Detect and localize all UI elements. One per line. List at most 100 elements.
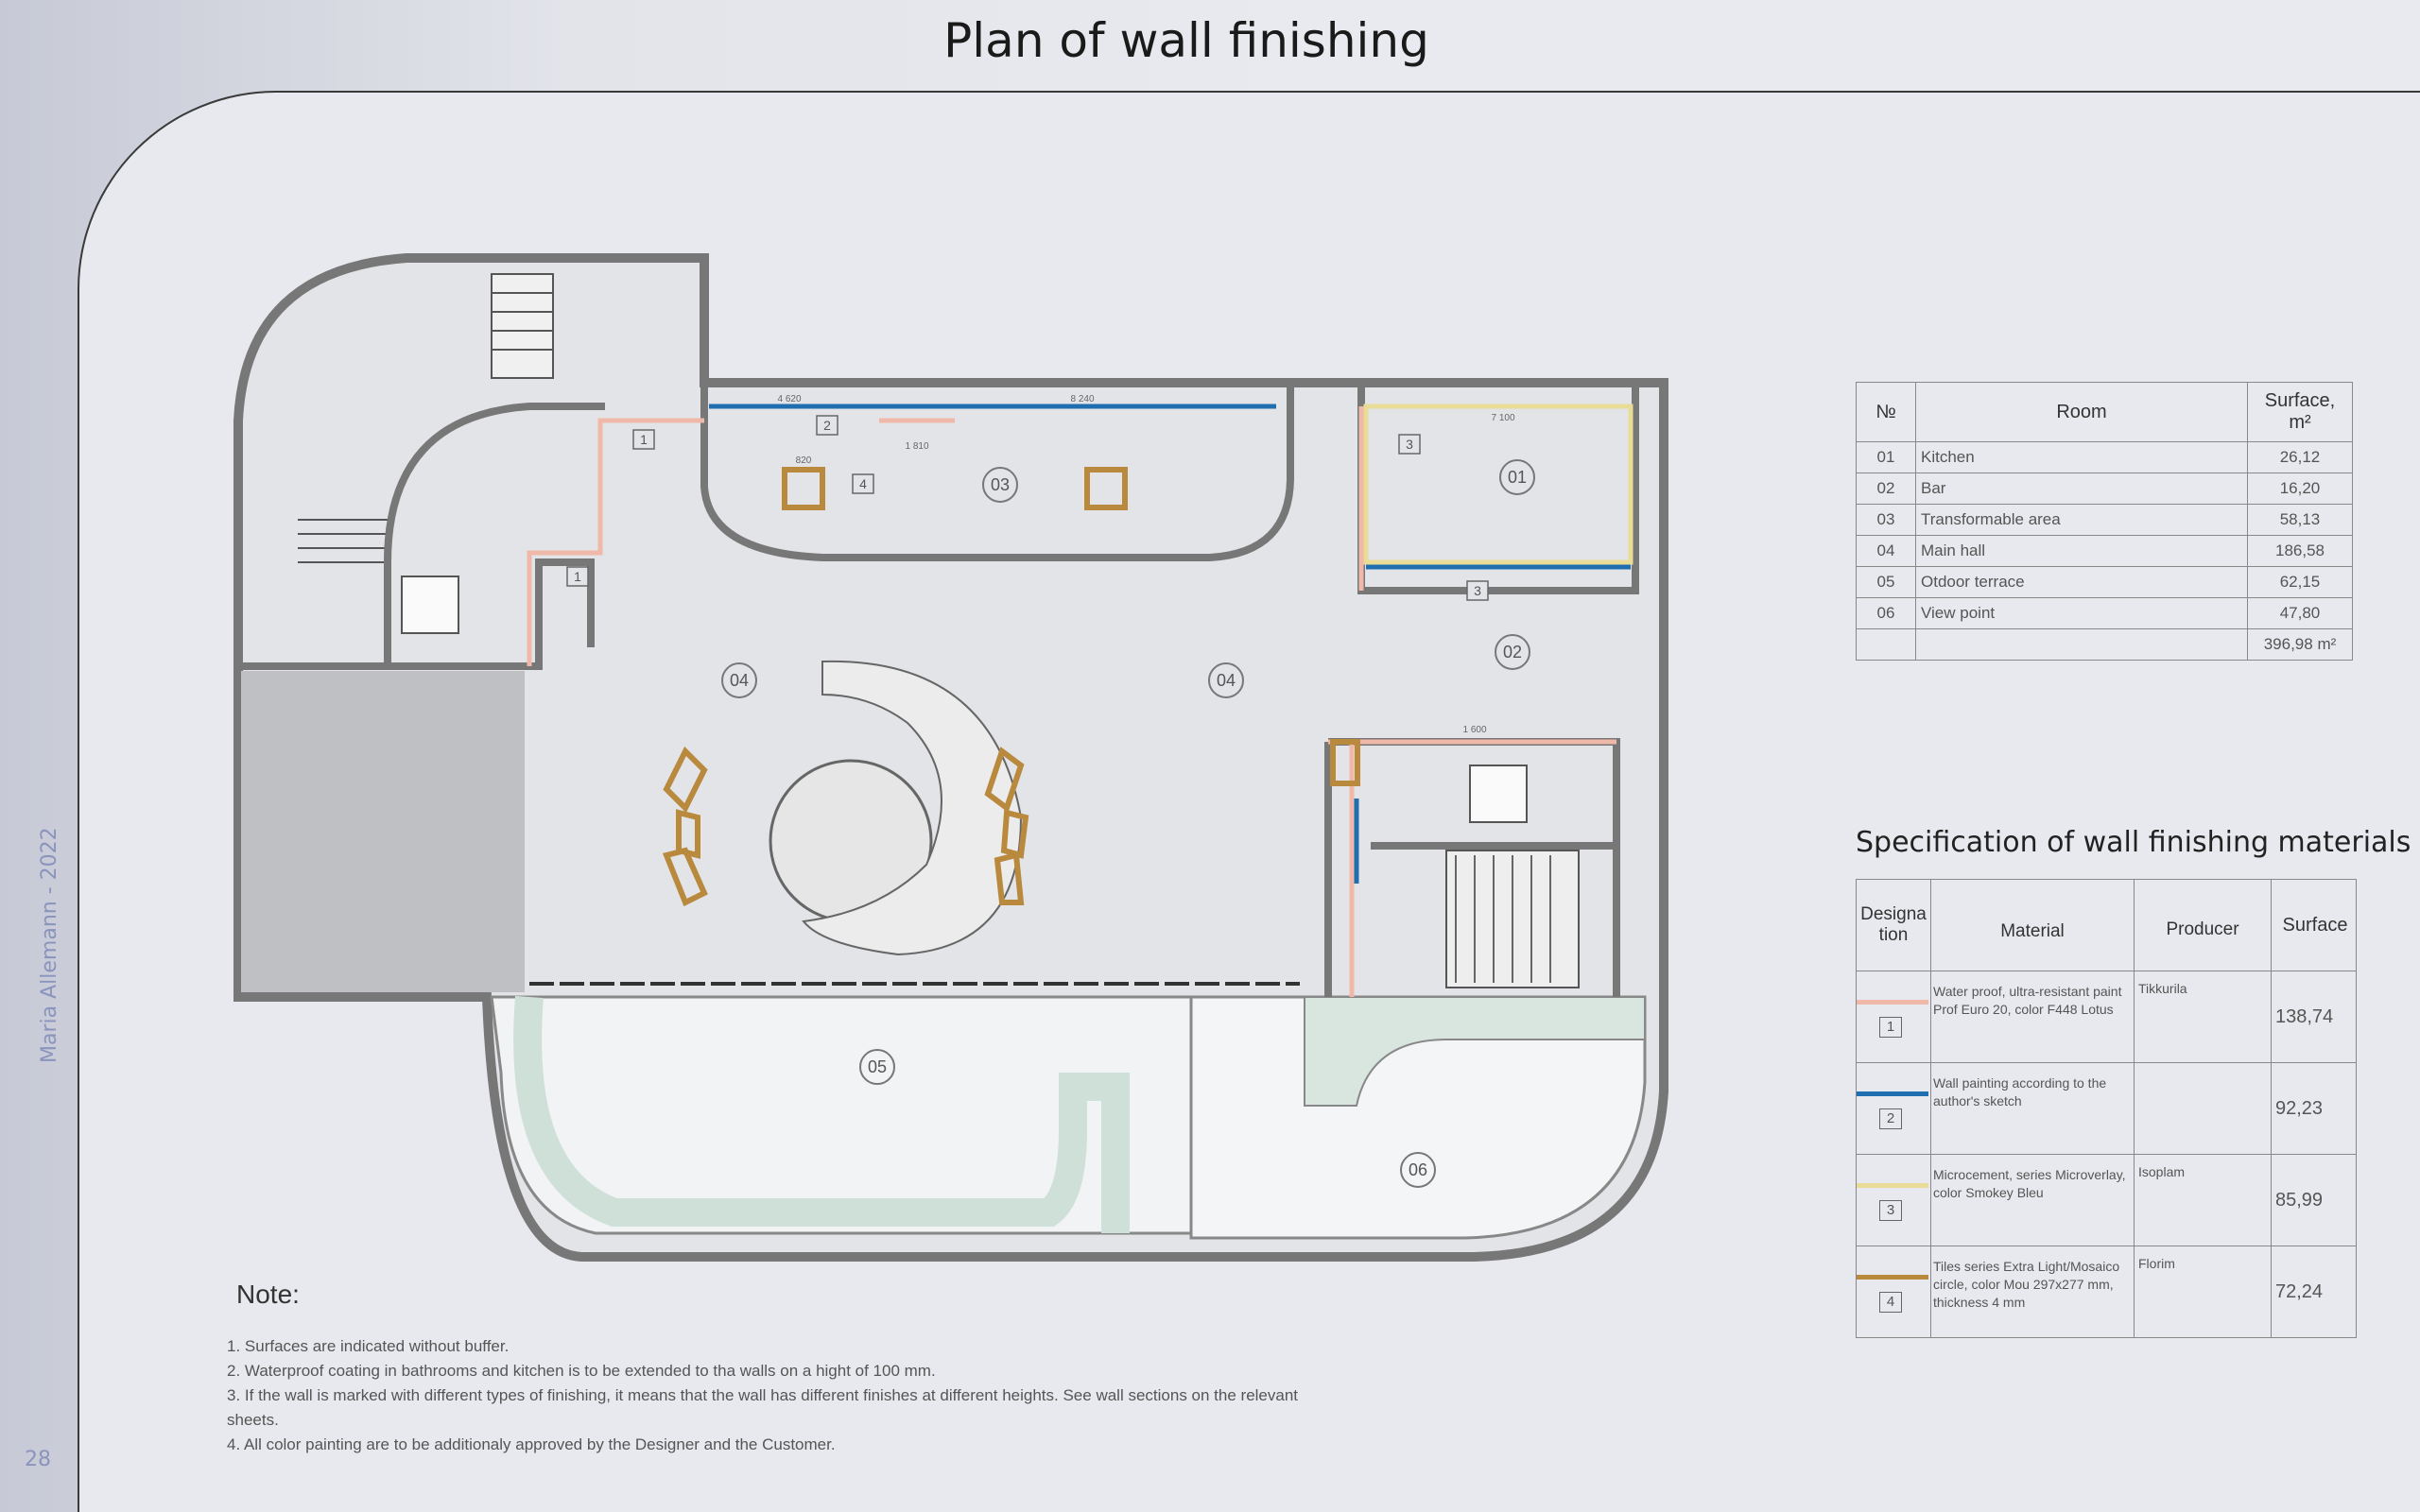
room-no: 01: [1856, 441, 1916, 473]
elevator-left: [401, 576, 459, 634]
stair-flight: [491, 273, 554, 379]
room-area: 58,13: [2247, 504, 2353, 536]
dimension-label: 1 600: [1462, 725, 1486, 735]
room-name: View point: [1915, 597, 2248, 629]
room-no: 03: [1856, 504, 1916, 536]
room-area: 16,20: [2247, 472, 2353, 505]
stair-right-steps: [1455, 855, 1551, 983]
tag-2: 2: [823, 418, 831, 433]
spec-table-header: Designa tion Material Producer Surface: [1856, 879, 2357, 971]
designation-cell: 3: [1856, 1154, 1931, 1246]
note-item: 2. Waterproof coating in bathrooms and k…: [227, 1362, 936, 1380]
exterior-zone: [241, 671, 525, 992]
table-row: 2 Wall painting according to the author'…: [1856, 1062, 2357, 1155]
room-marker-04b: 04: [1217, 671, 1236, 690]
tag-4: 4: [859, 476, 867, 491]
table-row: 05 Otdoor terrace 62,15: [1856, 566, 2353, 598]
room-area: 26,12: [2247, 441, 2353, 473]
room-name: Bar: [1915, 472, 2248, 505]
surface-value: 72,24: [2271, 1246, 2357, 1338]
total-area: 396,98 m²: [2247, 628, 2353, 661]
total-row: 396,98 m²: [1856, 628, 2353, 661]
col-room: Room: [1915, 382, 2248, 442]
room-area: 186,58: [2247, 535, 2353, 567]
surface-value: 138,74: [2271, 971, 2357, 1063]
color-swatch: [1857, 1000, 1928, 1005]
terrace-05: [490, 995, 1193, 1235]
author-credit: Maria Allemann - 2022: [38, 827, 61, 1063]
finish-type-3: [1363, 404, 1634, 565]
designation-cell: 1: [1856, 971, 1931, 1063]
producer-name: Florim: [2134, 1246, 2272, 1338]
designation-tag-boxes: [566, 415, 1489, 601]
col-material: Material: [1930, 879, 2135, 971]
notes-title: Note:: [236, 1280, 300, 1309]
rooms-table-header: № Room Surface, m²: [1856, 382, 2353, 442]
tag-3b: 3: [1474, 583, 1481, 598]
room-marker-circles: [721, 459, 1535, 1188]
producer-name: Isoplam: [2134, 1154, 2272, 1246]
room-name: Main hall: [1915, 535, 2248, 567]
col-no: №: [1856, 382, 1916, 442]
table-row: 4 Tiles series Extra Light/Mosaico circl…: [1856, 1246, 2357, 1338]
tag-1b: 1: [574, 569, 581, 584]
producer-name: [2134, 1062, 2272, 1155]
col-designation: Designa tion: [1856, 879, 1931, 971]
room-no: 04: [1856, 535, 1916, 567]
dimension-label: 1 810: [905, 441, 928, 452]
color-swatch: [1857, 1183, 1928, 1188]
room-marker-05: 05: [868, 1057, 887, 1076]
room-marker-04a: 04: [730, 671, 749, 690]
col-surface: Surface: [2271, 879, 2357, 971]
dimension-label: 7 100: [1491, 413, 1514, 423]
table-row: 02 Bar 16,20: [1856, 472, 2353, 505]
room-marker-01: 01: [1508, 468, 1527, 487]
room-area: 47,80: [2247, 597, 2353, 629]
col-surface: Surface, m²: [2247, 382, 2353, 442]
room-marker-02: 02: [1503, 643, 1522, 662]
finish-type-4: [662, 467, 1360, 907]
dimension-label: 820: [796, 455, 812, 466]
spec-title: Specification of wall finishing material…: [1856, 826, 2411, 859]
surface-value: 85,99: [2271, 1154, 2357, 1246]
room-name: Transformable area: [1915, 504, 2248, 536]
producer-name: Tikkurila: [2134, 971, 2272, 1063]
table-row: 01 Kitchen 26,12: [1856, 441, 2353, 473]
material-name: Tiles series Extra Light/Mosaico circle,…: [1930, 1246, 2135, 1338]
room-marker-06: 06: [1409, 1160, 1427, 1179]
floor-plan: 01 02 03 04 04 05 06 1 1 2 3 3 4 4 620 8…: [233, 253, 1668, 1262]
page-title: Plan of wall finishing: [943, 13, 1429, 68]
room-marker-03: 03: [991, 475, 1010, 494]
designation-number: 3: [1879, 1200, 1902, 1221]
table-row: 3 Microcement, series Microverlay, color…: [1856, 1154, 2357, 1246]
table-row: 1 Water proof, ultra-resistant paint Pro…: [1856, 971, 2357, 1063]
notes-list: 1. Surfaces are indicated without buffer…: [227, 1334, 1314, 1457]
spec-table: Designa tion Material Producer Surface 1…: [1856, 879, 2357, 1338]
designation-number: 2: [1879, 1108, 1902, 1129]
note-item: 4. All color painting are to be addition…: [227, 1435, 836, 1453]
designation-cell: 4: [1856, 1246, 1931, 1338]
page-number: 28: [25, 1448, 51, 1471]
rooms-table: № Room Surface, m² 01 Kitchen 26,12 02 B…: [1856, 382, 2353, 661]
tag-3: 3: [1406, 437, 1413, 452]
dimension-label: 4 620: [777, 394, 801, 404]
designation-number: 1: [1879, 1017, 1902, 1038]
note-item: 3. If the wall is marked with different …: [227, 1386, 1299, 1429]
col-producer: Producer: [2134, 879, 2272, 971]
room-no: 02: [1856, 472, 1916, 505]
terrace-planter: [1304, 996, 1646, 1107]
stair-steps: [298, 292, 553, 563]
surface-value: 92,23: [2271, 1062, 2357, 1155]
table-row: 03 Transformable area 58,13: [1856, 504, 2353, 536]
color-swatch: [1857, 1091, 1928, 1096]
material-name: Wall painting according to the author's …: [1930, 1062, 2135, 1155]
material-name: Microcement, series Microverlay, color S…: [1930, 1154, 2135, 1246]
color-swatch: [1857, 1275, 1928, 1280]
finish-type-2: [709, 404, 1631, 884]
table-row: 04 Main hall 186,58: [1856, 535, 2353, 567]
elevator-right: [1469, 765, 1528, 823]
room-no: 06: [1856, 597, 1916, 629]
designation-number: 4: [1879, 1292, 1902, 1313]
room-no: 05: [1856, 566, 1916, 598]
room-name: Kitchen: [1915, 441, 2248, 473]
